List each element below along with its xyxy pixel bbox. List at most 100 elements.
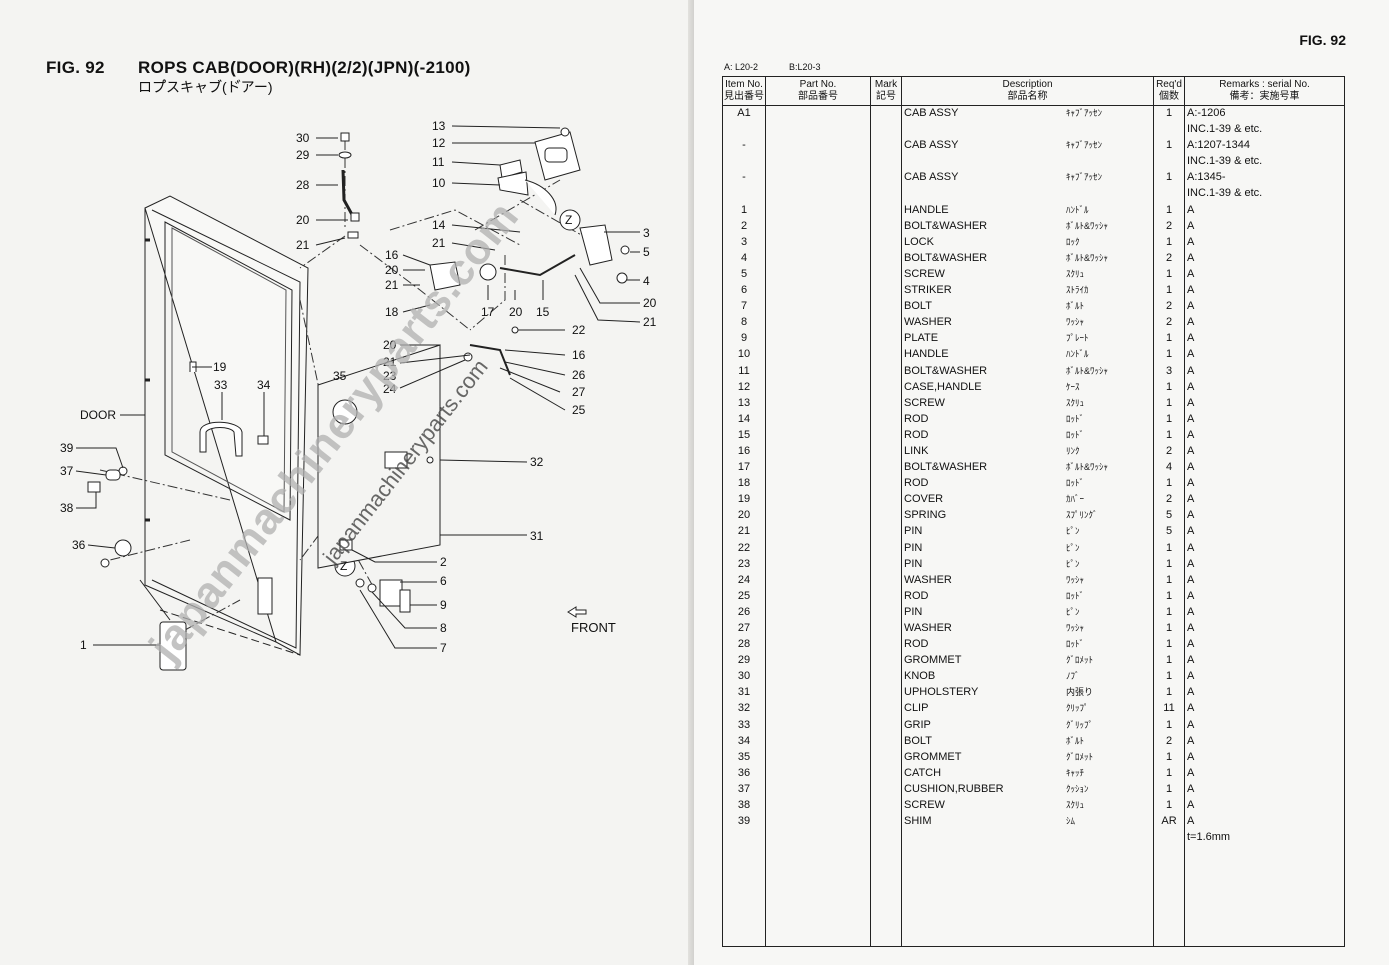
grommet-35-part: [332, 399, 358, 425]
callout-12: 12: [432, 136, 446, 150]
cell-qty: 5: [1153, 508, 1185, 525]
cell-item: 23: [722, 556, 766, 573]
cell-remarks: A: [1184, 669, 1345, 686]
description-jp: ﾛｯﾄﾞ: [1066, 590, 1085, 601]
description-jp: 内張り: [1066, 687, 1094, 698]
description-en: CLIP: [904, 702, 929, 715]
cell-remarks: A: [1184, 765, 1345, 782]
cell-part-no: [765, 250, 871, 267]
bolt-7-part: [355, 578, 365, 588]
callout-21b: 21: [432, 236, 446, 250]
description-en: WASHER: [904, 622, 952, 634]
cell-part-no: [765, 315, 871, 332]
cell-mark: [870, 492, 902, 509]
description-jp: ﾎﾞﾙﾄ&ﾜｯｼｬ: [1066, 365, 1109, 376]
callout-13: 13: [432, 119, 446, 133]
cell-mark: [870, 363, 902, 380]
cell-part-no: [765, 395, 871, 412]
lock-part: [579, 224, 613, 266]
cell-part-no: [765, 266, 871, 284]
figure-title: FIG. 92 ROPS CAB(DOOR)(RH)(2/2)(JPN)(-210…: [46, 58, 471, 78]
description-en: CAB ASSY: [904, 107, 959, 119]
spring-part: [350, 212, 360, 222]
cell-item: 8: [722, 315, 766, 332]
cell-mark: [870, 395, 902, 412]
cell-item: 11: [722, 363, 766, 380]
cell-mark: [870, 476, 902, 493]
cell-item: 37: [722, 781, 766, 799]
cell-mark: [870, 781, 902, 799]
description-en: PIN: [904, 525, 923, 538]
description-en: STRIKER: [904, 284, 952, 297]
cell-item: 21: [722, 524, 766, 541]
cell-item: 26: [722, 604, 766, 621]
figure-heading: ROPS CAB(DOOR)(RH)(2/2)(JPN)(-2100): [138, 58, 471, 77]
description-en: GROMMET: [904, 750, 962, 763]
cell-remarks: A: [1184, 701, 1345, 718]
description-en: SCREW: [904, 396, 945, 409]
cell-qty: 2: [1153, 443, 1185, 461]
cell-item: 3: [722, 234, 766, 251]
header-mark-jp: 記号: [876, 91, 896, 102]
callout-34: 34: [257, 378, 271, 392]
table-row: t=1.6mm: [722, 830, 1345, 847]
cell-qty: 1: [1153, 540, 1185, 557]
cell-part-no: [765, 202, 871, 219]
cell-item: [722, 830, 766, 847]
cell-qty: [1153, 122, 1185, 139]
cell-mark: [870, 701, 902, 718]
description-jp: ﾘﾝｸ: [1066, 445, 1080, 456]
callout-27: 27: [572, 385, 586, 399]
callout-35: 35: [333, 369, 347, 383]
cell-remarks: A: [1184, 524, 1345, 541]
cell-part-no: [765, 508, 871, 525]
description-en: CAB ASSY: [904, 171, 959, 184]
callout-20c: 20: [385, 263, 399, 277]
cell-description: [901, 186, 1154, 203]
cell-item: -: [722, 138, 766, 155]
callout-31: 31: [530, 529, 544, 543]
description-en: PIN: [904, 605, 923, 618]
cell-remarks: A: [1184, 621, 1345, 638]
callout-29: 29: [296, 148, 310, 162]
cell-part-no: [765, 798, 871, 815]
cell-item: 12: [722, 379, 766, 396]
callout-14: 14: [432, 218, 446, 232]
header-mark-en: Mark: [874, 79, 898, 90]
cell-mark: [870, 379, 902, 396]
cell-item: 24: [722, 572, 766, 589]
cell-remarks: A: [1184, 749, 1345, 766]
callout-21a: 21: [296, 238, 310, 252]
cell-part-no: [765, 170, 871, 187]
header-part-jp: 部品番号: [798, 91, 838, 102]
cell-part-no: [765, 492, 871, 509]
cell-remarks: A: [1184, 781, 1345, 799]
cell-mark: [870, 556, 902, 573]
description-en: CUSHION,RUBBER: [904, 782, 1004, 795]
cell-item: 28: [722, 637, 766, 654]
screw-38-part: [87, 481, 101, 493]
callout-37: 37: [60, 464, 74, 478]
cell-part-no: [765, 460, 871, 477]
cell-part-no: [765, 733, 871, 750]
cell-qty: 2: [1153, 492, 1185, 509]
header-req-jp: 個数: [1159, 91, 1179, 102]
figure-label: FIG. 92: [46, 58, 105, 77]
